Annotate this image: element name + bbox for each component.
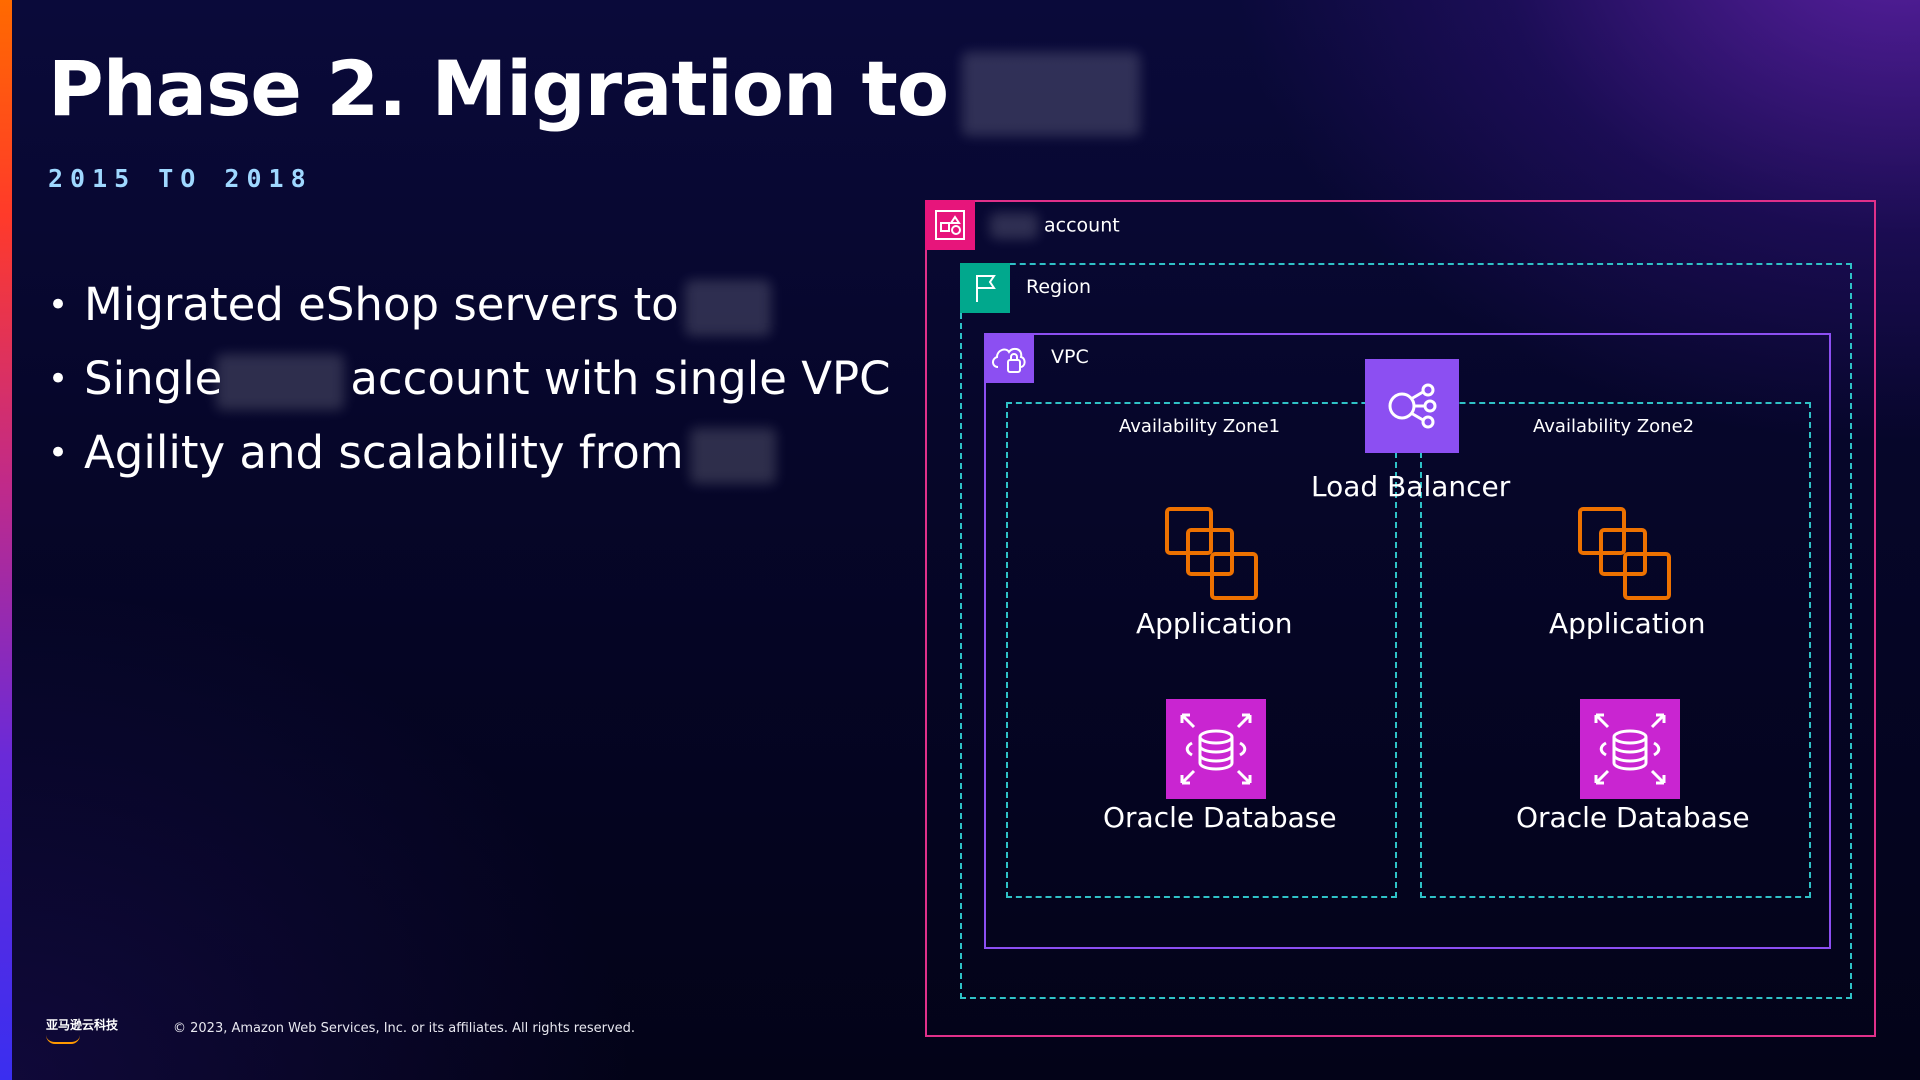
brand-smile-icon [46,1035,80,1044]
bullet-text: Agility and scalability from [84,426,684,479]
brand-logo: 亚马逊云科技 [46,1016,118,1044]
ec2-instances-icon [1164,506,1260,602]
rds-database-icon [1580,699,1680,799]
vpc-group [984,333,1831,949]
database-2-label: Oracle Database [1516,801,1750,834]
bullet-list: Migrated eShop servers to Single account … [48,268,891,490]
account-label-text: account [1044,214,1120,237]
database-1-label: Oracle Database [1103,801,1337,834]
bullet-item: Migrated eShop servers to [48,268,891,342]
redacted-blur [684,280,771,336]
account-icon [925,200,975,250]
application-1-label: Application [1136,607,1293,640]
bullet-item: Agility and scalability from [48,416,891,490]
accent-edge-bar [0,0,12,1080]
bullet-text: Migrated eShop servers to [84,278,679,331]
load-balancer-icon [1365,359,1459,453]
slide-title: Phase 2. Migration to [48,44,1141,136]
slide-title-text: Phase 2. Migration to [48,44,949,133]
brand-logo-text: 亚马逊云科技 [46,1018,119,1032]
region-label: Region [1026,276,1092,298]
account-label: account [990,213,1120,239]
region-group [960,263,1852,999]
vpc-cloud-icon [984,333,1034,383]
redacted-blur [689,428,776,484]
region-flag-icon [960,263,1010,313]
redacted-blur [990,213,1038,239]
aws-account-group [925,200,1876,1037]
slide-subtitle: 2015 TO 2018 [48,164,313,193]
load-balancer-label: Load Balancer [1311,470,1511,503]
bullet-text: account with single VPC [350,352,891,405]
availability-zone-2-label: Availability Zone2 [1533,416,1695,437]
availability-zone-2 [1420,402,1811,898]
ec2-instances-icon [1577,506,1673,602]
copyright-text: © 2023, Amazon Web Services, Inc. or its… [173,1021,636,1036]
application-2-label: Application [1549,607,1706,640]
bullet-item: Single account with single VPC [48,342,891,416]
bullet-text: Single [84,352,223,405]
redacted-blur [216,354,345,410]
vpc-label: VPC [1051,346,1089,368]
rds-database-icon [1166,699,1266,799]
availability-zone-1 [1006,402,1397,898]
redacted-blur [962,52,1141,136]
availability-zone-1-label: Availability Zone1 [1119,416,1281,437]
